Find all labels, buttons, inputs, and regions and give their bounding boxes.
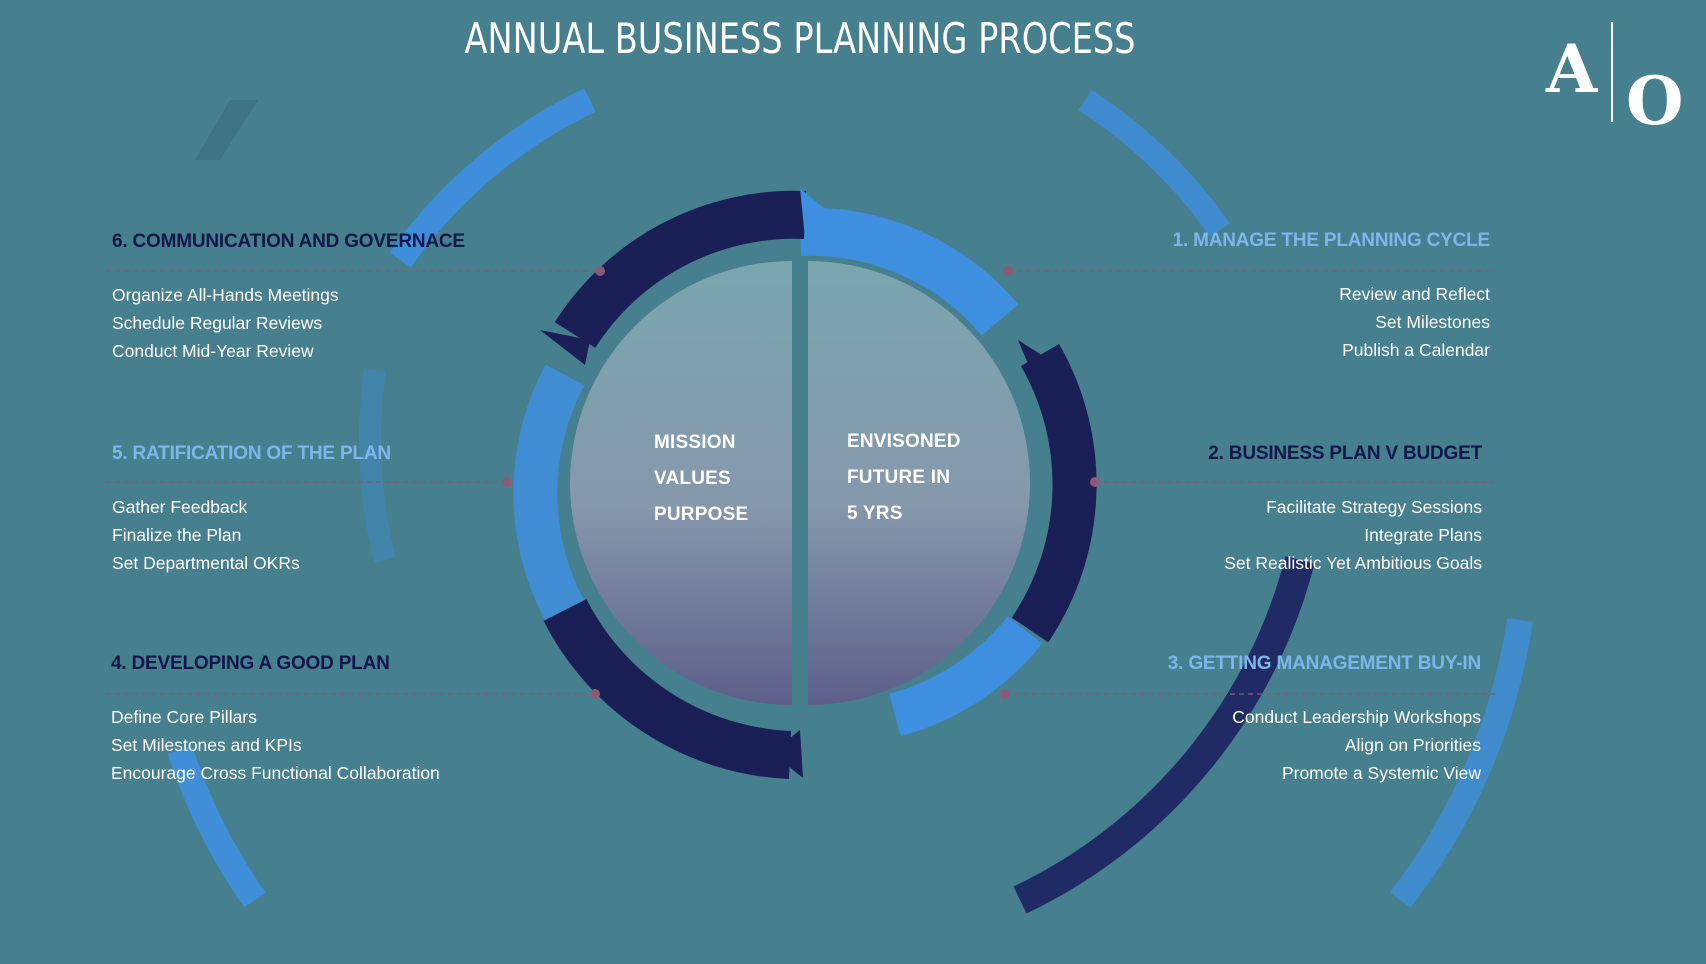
stage-item-list: Gather Feedback Finalize the Plan Set De…	[112, 493, 512, 577]
stage-2: 2. BUSINESS PLAN V BUDGET Facilitate Str…	[1082, 443, 1482, 577]
center-disc-right-half	[808, 261, 1030, 705]
stage-item: Conduct Mid-Year Review	[112, 341, 314, 361]
ring-arc-bottom-blue	[888, 615, 1043, 737]
connector-dot-stage-6	[595, 266, 605, 276]
stage-item: Set Realistic Yet Ambitious Goals	[1224, 553, 1482, 573]
outer-stripe-top-left	[195, 100, 258, 160]
ring-arc-top-blue	[799, 207, 1019, 336]
connector-dot-stage-3	[1000, 689, 1010, 699]
stage-1: 1. MANAGE THE PLANNING CYCLE Review and …	[1090, 230, 1491, 364]
center-disc-left-half	[569, 261, 792, 705]
center-right-line: 5 YRS	[847, 503, 903, 524]
outer-arc-right-dark	[1013, 556, 1315, 914]
stage-item: Encourage Cross Functional Collaboration	[111, 763, 440, 783]
stage-item-list: Facilitate Strategy Sessions Integrate P…	[1082, 493, 1482, 577]
stage-title: 6. COMMUNICATION AND GOVERNACE	[112, 231, 465, 252]
arrowhead-right	[1018, 340, 1062, 392]
center-left-line: VALUES	[654, 468, 731, 489]
outer-arc-bottom-right	[1389, 618, 1533, 908]
stage-item: Integrate Plans	[1364, 525, 1482, 545]
ring-arc-bottom-dark	[543, 598, 792, 779]
stage-6: 6. COMMUNICATION AND GOVERNACE Organize …	[112, 231, 512, 365]
stage-title: 4. DEVELOPING A GOOD PLAN	[111, 653, 390, 674]
stage-item: Organize All-Hands Meetings	[112, 285, 339, 305]
logo-divider	[1611, 22, 1613, 122]
stage-title: 5. RATIFICATION OF THE PLAN	[112, 443, 391, 464]
logo-letter-o: O	[1626, 62, 1684, 140]
stage-item: Conduct Leadership Workshops	[1232, 707, 1481, 727]
stage-item-list: Organize All-Hands Meetings Schedule Reg…	[112, 281, 512, 365]
stage-item: Gather Feedback	[112, 497, 248, 517]
outer-arc-bottom-left	[167, 745, 266, 908]
stage-item: Finalize the Plan	[112, 525, 242, 545]
ring-arc-top-dark	[554, 190, 806, 349]
stage-item-list: Review and Reflect Set Milestones Publis…	[1090, 280, 1490, 364]
connector-dot-stage-4	[590, 689, 600, 699]
stage-item: Publish a Calendar	[1342, 340, 1490, 360]
arrowhead-bottom	[772, 730, 803, 778]
stage-item: Set Departmental OKRs	[112, 553, 300, 573]
stage-item: Set Milestones	[1375, 312, 1490, 332]
outer-arc-top-right	[1078, 89, 1230, 237]
outer-arc-top-left	[389, 88, 596, 268]
connector-dot-stage-5	[502, 477, 512, 487]
logo-letter-a: A	[1546, 30, 1598, 108]
stage-item: Define Core Pillars	[111, 707, 257, 727]
stage-title: 3. GETTING MANAGEMENT BUY-IN	[1167, 653, 1481, 674]
center-right-line: FUTURE IN	[847, 467, 951, 488]
stage-title: 2. BUSINESS PLAN V BUDGET	[1208, 443, 1482, 464]
center-left-line: PURPOSE	[654, 504, 749, 525]
stage-item: Set Milestones and KPIs	[111, 735, 302, 755]
center-right-line: ENVISONED	[847, 431, 961, 452]
arrowhead-top-left	[540, 330, 590, 365]
stage-item: Promote a Systemic View	[1281, 763, 1481, 783]
stage-title: 1. MANAGE THE PLANNING CYCLE	[1172, 230, 1491, 251]
stage-item-list: Conduct Leadership Workshops Align on Pr…	[1081, 703, 1481, 787]
stage-item: Facilitate Strategy Sessions	[1266, 497, 1482, 517]
center-left-text: MISSION VALUES PURPOSE	[654, 425, 748, 533]
stage-3: 3. GETTING MANAGEMENT BUY-IN Conduct Lea…	[1081, 653, 1481, 787]
outer-arc-left	[359, 368, 396, 563]
stage-item: Align on Priorities	[1344, 735, 1481, 755]
stage-5: 5. RATIFICATION OF THE PLAN Gather Feedb…	[112, 443, 512, 577]
center-left-line: MISSION	[654, 432, 736, 453]
connector-dot-stage-2	[1090, 477, 1100, 487]
connector-dot-stage-1	[1003, 266, 1013, 276]
ring-arc-right-dark	[1011, 344, 1097, 643]
stage-item: Schedule Regular Reviews	[112, 313, 323, 333]
stage-item-list: Define Core Pillars Set Milestones and K…	[111, 703, 511, 787]
stage-4: 4. DEVELOPING A GOOD PLAN Define Core Pi…	[111, 653, 511, 787]
ring-arc-left-blue	[513, 364, 590, 632]
brand-logo: A O	[1540, 20, 1690, 140]
stage-item: Review and Reflect	[1339, 284, 1490, 304]
center-right-text: ENVISONED FUTURE IN 5 YRS	[847, 424, 961, 532]
arrowhead-top	[800, 188, 832, 238]
page-title: ANNUAL BUSINESS PLANNING PROCESS	[464, 14, 1136, 63]
